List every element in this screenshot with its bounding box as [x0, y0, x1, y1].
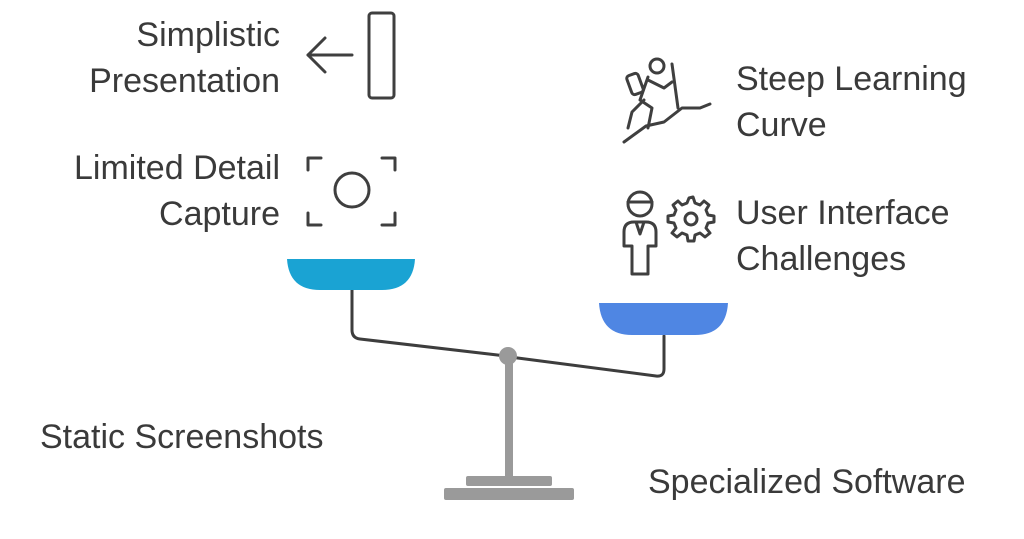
user-with-gear-icon — [622, 190, 716, 276]
right-pan — [599, 303, 728, 335]
scale-stand — [444, 358, 574, 500]
steep-learning-curve-label: Steep Learning Curve — [736, 60, 967, 144]
specialized-software-title: Specialized Software — [648, 463, 966, 501]
scale-beam — [350, 288, 666, 378]
limited-detail-capture-label: Limited Detail Capture — [74, 149, 280, 233]
user-interface-challenges-label: User Interface Challenges — [736, 194, 950, 278]
scale-pivot — [499, 347, 517, 365]
hiker-climbing-icon — [622, 57, 712, 144]
static-screenshots-title: Static Screenshots — [40, 418, 324, 456]
simplistic-presentation-label: Simplistic Presentation — [89, 16, 280, 100]
left-pan — [287, 259, 415, 290]
arrow-and-bar-icon — [306, 11, 396, 100]
camera-focus-frame-icon — [306, 156, 397, 227]
